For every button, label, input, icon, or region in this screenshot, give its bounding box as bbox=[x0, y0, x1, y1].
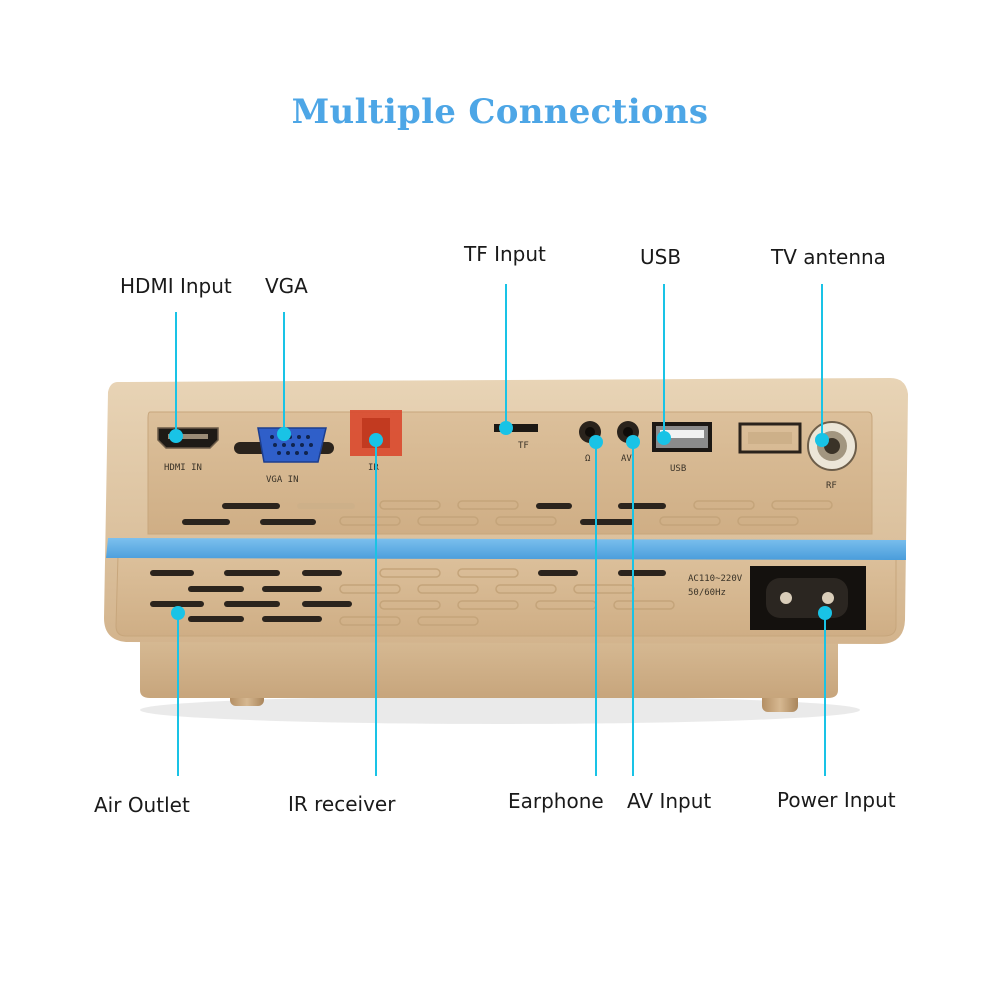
power-marking-2: 50/60Hz bbox=[688, 588, 726, 598]
projector-base bbox=[140, 632, 838, 698]
upper-vents bbox=[182, 503, 666, 525]
floor-shadow bbox=[140, 696, 860, 724]
callout-dot-power bbox=[818, 606, 832, 620]
callout-dot-av bbox=[626, 435, 640, 449]
callout-dot-hdmi bbox=[169, 429, 183, 443]
upper-vents-shallow bbox=[339, 500, 833, 526]
av-marking: AV bbox=[621, 454, 632, 464]
rf-marking: RF bbox=[826, 481, 837, 491]
tf-marking: TF bbox=[518, 441, 529, 451]
label-av-input: AV Input bbox=[627, 789, 712, 813]
label-vga: VGA bbox=[265, 274, 308, 298]
label-ir-receiver: IR receiver bbox=[288, 792, 396, 816]
callout-dot-air-outlet bbox=[171, 606, 185, 620]
vga-marking: VGA IN bbox=[266, 475, 299, 485]
label-usb: USB bbox=[640, 245, 682, 269]
lower-vents bbox=[150, 570, 666, 622]
label-hdmi-input: HDMI Input bbox=[120, 274, 232, 298]
tf-slot: TF bbox=[494, 424, 538, 451]
power-marking-1: AC110~220V bbox=[688, 574, 743, 584]
callout-dots bbox=[169, 421, 832, 620]
callout-lines bbox=[175, 284, 826, 776]
callout-dot-vga bbox=[277, 427, 291, 441]
callout-dot-ir bbox=[369, 433, 383, 447]
usb-marking: USB bbox=[670, 464, 686, 474]
blank-slot bbox=[738, 422, 802, 454]
label-tf-input: TF Input bbox=[464, 242, 546, 266]
label-power-input: Power Input bbox=[777, 788, 896, 812]
hdmi-marking: HDMI IN bbox=[164, 463, 202, 473]
earphone-marking: Ω bbox=[585, 454, 591, 464]
label-earphone: Earphone bbox=[508, 789, 604, 813]
label-tv-antenna: TV antenna bbox=[771, 245, 886, 269]
ir-marking: IR bbox=[368, 463, 379, 473]
vga-port: VGA IN bbox=[234, 427, 334, 485]
callout-dot-tf bbox=[499, 421, 513, 435]
callout-dot-earphone bbox=[589, 435, 603, 449]
callout-dot-tv-antenna bbox=[815, 433, 829, 447]
lower-vents-shallow bbox=[339, 568, 675, 626]
page-title: Multiple Connections bbox=[291, 92, 709, 132]
blue-band bbox=[106, 538, 906, 560]
label-air-outlet: Air Outlet bbox=[94, 793, 190, 817]
callout-dot-usb bbox=[657, 431, 671, 445]
